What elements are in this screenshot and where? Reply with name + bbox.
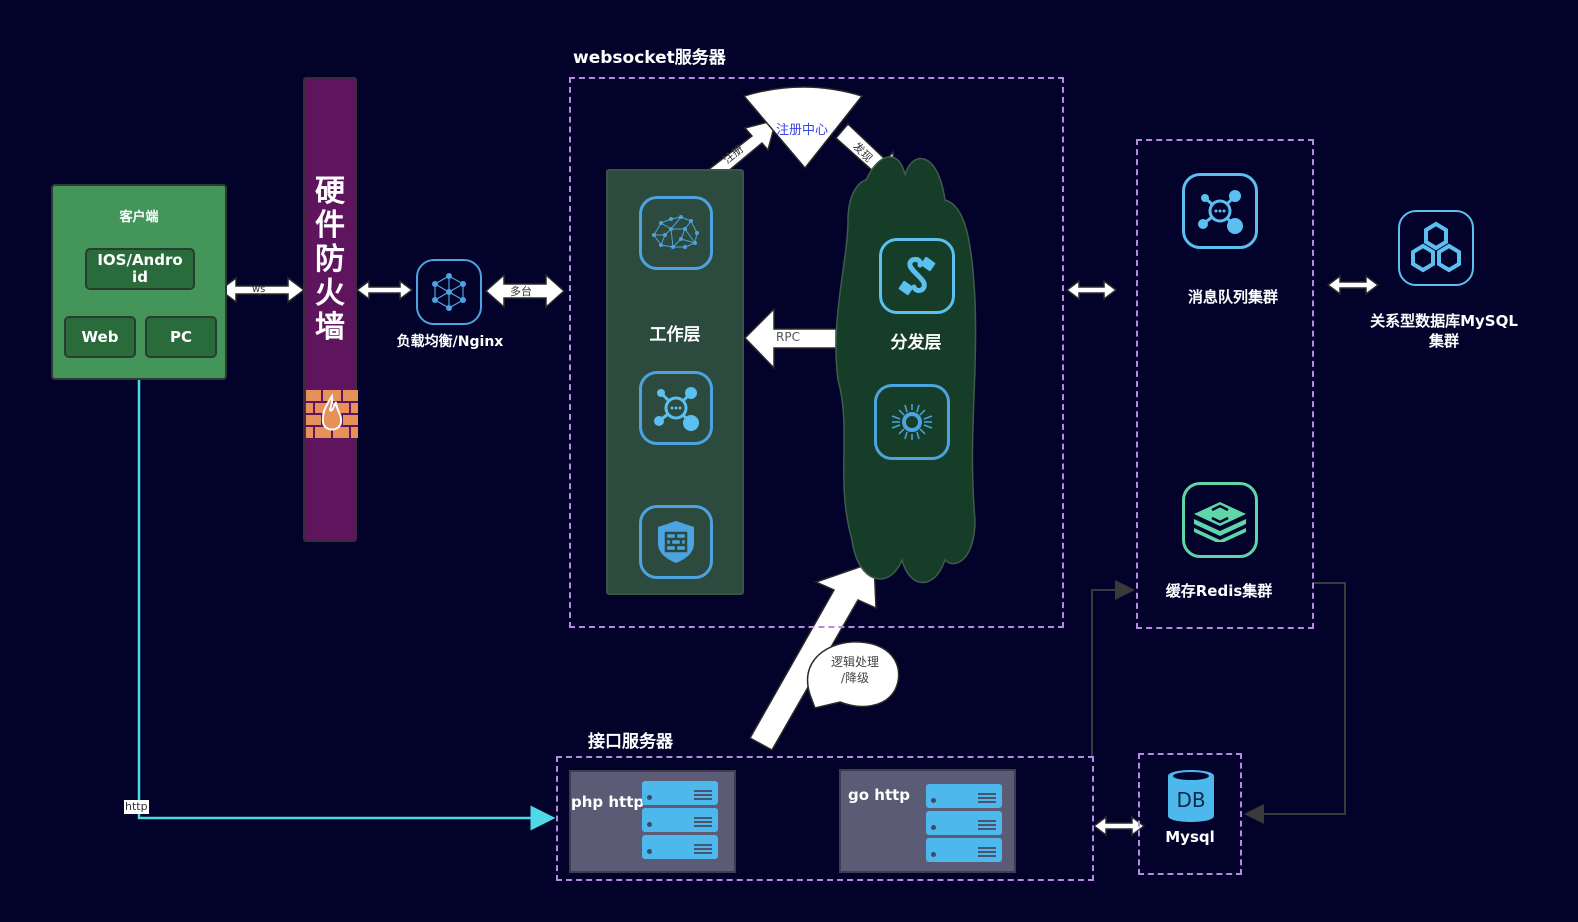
logic-bubble-text: 逻辑处理 /降级 <box>830 655 879 685</box>
message-hub-icon <box>654 387 699 431</box>
neural-network-icon <box>652 215 699 249</box>
svg-text:DB: DB <box>1176 788 1205 812</box>
mysql-boundary <box>1138 753 1242 875</box>
server-rack-icon <box>926 838 1002 862</box>
redis-cluster-node[interactable] <box>1182 482 1258 558</box>
dispatch-icon-cable <box>879 238 955 314</box>
cable-connector-icon <box>898 256 936 296</box>
client-box: 客户端 IOS/Andro id Web PC <box>51 184 227 380</box>
server-rack-icon <box>642 835 718 859</box>
registry-center-label: 注册中心 <box>776 123 829 138</box>
multi-arrow-label: 多台 <box>510 285 532 298</box>
firewall-icon <box>306 390 358 438</box>
http-connector-line <box>137 380 556 831</box>
dispatch-layer-label: 分发层 <box>890 333 942 353</box>
dispatch-icon-sun <box>874 384 950 460</box>
database-icon[interactable]: DB <box>1166 768 1216 824</box>
logic-bubble-shape <box>806 641 900 709</box>
dispatch-layer-cloud[interactable] <box>835 156 977 584</box>
api-server-title: 接口服务器 <box>588 732 673 752</box>
mysql-cluster-node[interactable] <box>1398 210 1474 286</box>
logic-arrow[interactable] <box>748 560 877 752</box>
mq-cluster-node[interactable] <box>1182 173 1258 249</box>
client-ios-android[interactable]: IOS/Andro id <box>85 248 195 290</box>
mq-mysqlcluster-arrow[interactable] <box>1326 274 1380 296</box>
mq-redis-boundary <box>1136 139 1314 629</box>
mysql-label: Mysql <box>1165 828 1215 846</box>
client-web[interactable]: Web <box>64 316 136 358</box>
server-rack-icon <box>642 781 718 805</box>
ws-mq-arrow[interactable] <box>1065 279 1118 301</box>
api-to-redis-line <box>1091 580 1135 757</box>
server-rack-icon <box>926 811 1002 835</box>
work-icon-hub <box>639 371 713 445</box>
registry-center-shape[interactable] <box>742 86 864 170</box>
redis-to-mysql-line <box>1244 582 1346 824</box>
hardware-firewall[interactable]: 硬件防火墙 <box>303 77 358 542</box>
php-http-group[interactable]: php http <box>569 770 736 873</box>
sun-burst-icon <box>891 404 933 440</box>
go-http-label: go http <box>848 786 911 804</box>
message-queue-icon <box>1198 190 1243 234</box>
work-layer[interactable]: 工作层 <box>606 169 744 595</box>
api-server-boundary <box>556 756 1094 881</box>
work-icon-shield <box>639 505 713 579</box>
http-label: http <box>124 800 149 814</box>
websocket-server-boundary <box>569 77 1064 628</box>
network-cube-icon <box>432 273 466 311</box>
work-layer-label: 工作层 <box>649 325 701 345</box>
mq-cluster-label: 消息队列集群 <box>1187 288 1278 306</box>
go-http-group[interactable]: go http <box>839 769 1016 873</box>
api-mysql-arrow[interactable] <box>1092 815 1146 837</box>
redis-cluster-label: 缓存Redis集群 <box>1165 582 1273 600</box>
client-title: 客户端 <box>119 210 159 225</box>
server-rack-icon <box>642 808 718 832</box>
work-icon-neural <box>639 196 713 270</box>
rpc-arrow-label: RPC <box>776 330 800 344</box>
php-http-label: php http <box>571 793 645 811</box>
client-pc[interactable]: PC <box>145 316 217 358</box>
hexagon-cluster-icon <box>1411 221 1461 273</box>
ws-arrow-label: ws <box>252 284 266 295</box>
mysql-cluster-label: 关系型数据库MySQL 集群 <box>1370 312 1518 350</box>
shield-firewall-icon <box>658 521 694 563</box>
load-balancer-node[interactable] <box>416 259 482 325</box>
firewall-lb-arrow[interactable] <box>355 279 414 301</box>
load-balancer-label: 负载均衡/Nginx <box>396 334 504 350</box>
lb-ws-arrow[interactable] <box>484 273 566 309</box>
firewall-label: 硬件防火墙 <box>315 174 345 345</box>
redis-stack-icon <box>1194 502 1246 542</box>
server-rack-icon <box>926 784 1002 808</box>
websocket-server-title: websocket服务器 <box>573 48 726 68</box>
